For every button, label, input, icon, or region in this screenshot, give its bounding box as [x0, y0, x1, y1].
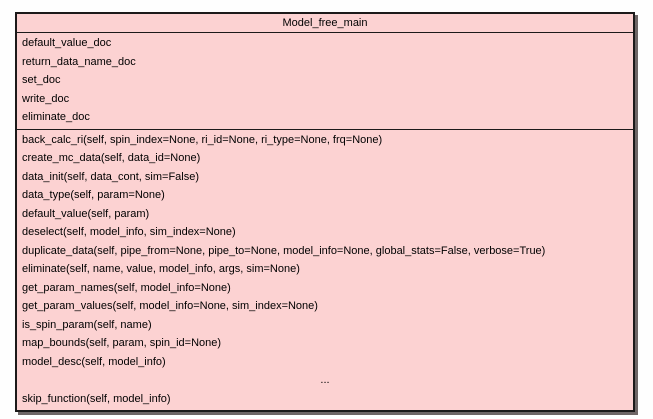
- attribute-row: set_doc: [22, 74, 61, 86]
- method-row: deselect(self, model_info, sim_index=Non…: [22, 226, 236, 238]
- method-row: duplicate_data(self, pipe_from=None, pip…: [22, 244, 546, 257]
- method-row: is_spin_param(self, name): [22, 318, 152, 331]
- uml-class-box: Model_free_main default_value_doc return_…: [15, 12, 635, 412]
- attribute-row: write_doc: [22, 92, 70, 105]
- method-row: skip_function(self, model_info): [22, 392, 171, 405]
- methods-list-continued: skip_function(self, model_info): [17, 390, 633, 409]
- method-row: get_param_values(self, model_info=None, …: [22, 300, 318, 312]
- method-row: default_value(self, param): [22, 207, 150, 220]
- attribute-row: eliminate_doc: [22, 111, 90, 123]
- method-row: data_init(self, data_cont, sim=False): [22, 170, 200, 183]
- class-title: Model_free_main: [17, 14, 633, 33]
- method-row: back_calc_ri(self, spin_index=None, ri_i…: [22, 133, 383, 146]
- attribute-row: default_value_doc: [22, 37, 112, 49]
- attribute-row: return_data_name_doc: [22, 55, 136, 68]
- method-row: map_bounds(self, param, spin_id=None): [22, 337, 222, 349]
- method-row: get_param_names(self, model_info=None): [22, 281, 231, 294]
- method-row: data_type(self, param=None): [22, 189, 165, 201]
- ellipsis-row: ...: [320, 374, 330, 386]
- method-row: model_desc(self, model_info): [22, 355, 166, 368]
- methods-list: back_calc_ri(self, spin_index=None, ri_i…: [17, 131, 633, 372]
- method-row: create_mc_data(self, data_id=None): [22, 152, 201, 164]
- method-row: eliminate(self, name, value, model_info,…: [22, 263, 300, 275]
- methods-section: back_calc_ri(self, spin_index=None, ri_i…: [17, 130, 633, 411]
